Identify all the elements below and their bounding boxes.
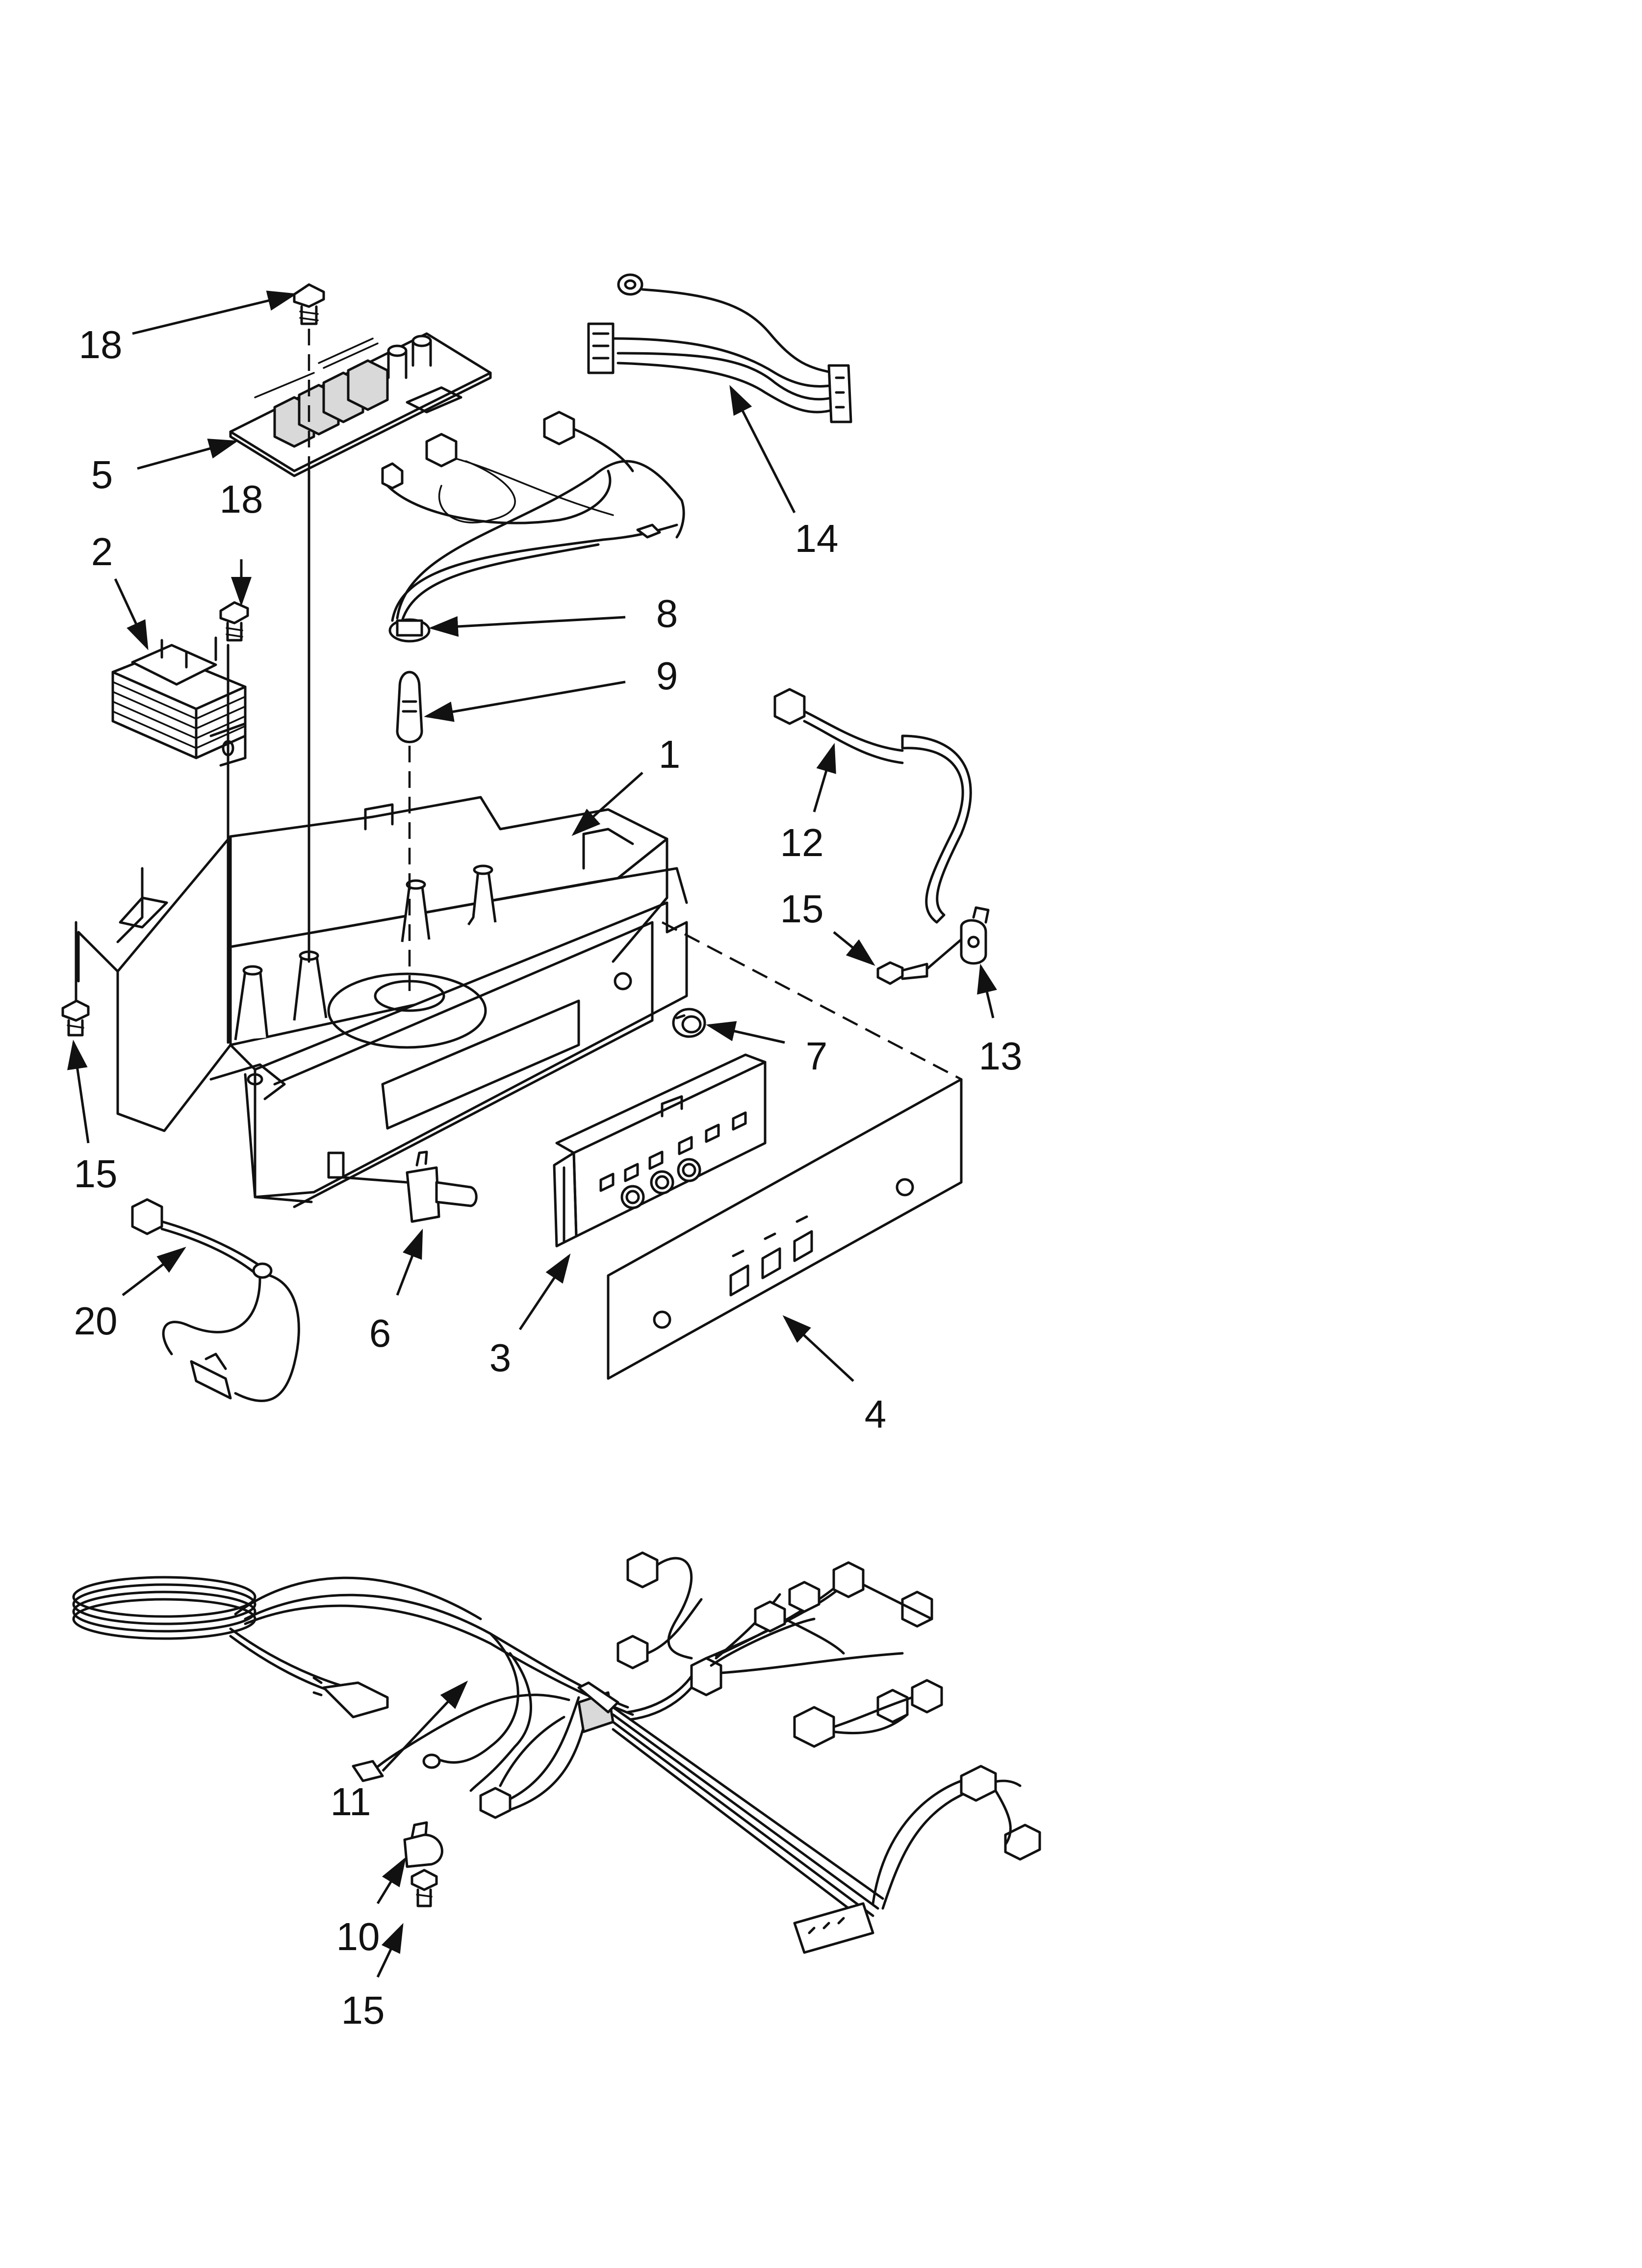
callout-6: 6 [369,1311,391,1355]
screw-18-left [219,601,249,642]
transformer [111,636,247,767]
wire-harness-14 [587,273,852,423]
callout-labels: 18 5 18 2 8 9 1 14 12 15 13 7 15 20 6 3 … [74,323,1023,2032]
callout-14: 14 [795,517,839,560]
callout-8: 8 [656,592,678,635]
callout-15-left: 15 [74,1152,118,1196]
callout-13: 13 [979,1034,1023,1078]
callout-18-left: 18 [220,477,263,521]
callout-11: 11 [330,1780,371,1824]
callout-20: 20 [74,1299,118,1343]
clamp-10 [403,1821,443,1868]
control-board [229,332,492,477]
main-harness-11 [72,1551,1041,1954]
callout-5: 5 [91,453,113,496]
clip-13 [960,906,990,965]
callout-3: 3 [489,1336,512,1380]
lamp-bulb [396,671,423,743]
callout-18-top: 18 [79,323,123,366]
wire-12 [773,688,972,924]
lamp-socket-harness [381,411,685,643]
callout-12: 12 [780,821,824,864]
screw-15-bottom [410,1869,438,1907]
callout-9: 9 [656,654,678,698]
ground-terminal-11 [422,1753,441,1769]
callout-15-right: 15 [780,887,824,931]
callout-7: 7 [806,1034,828,1078]
screw-15-left [61,999,90,1037]
grommet-7 [672,1008,706,1038]
assembly-line-panel [661,921,962,1080]
front-overlay-4 [607,1078,963,1380]
callout-15-bottom: 15 [341,1988,385,2032]
callout-2: 2 [91,530,113,574]
leader-arrows [67,290,997,1978]
control-housing [77,796,688,1208]
callout-4: 4 [865,1392,887,1436]
screw-18-top [293,283,325,325]
sensor-20 [131,1198,300,1402]
callout-1: 1 [659,732,681,776]
control-pcb-3 [553,1053,767,1248]
callout-10: 10 [336,1915,380,1958]
screw-15-right [876,938,963,985]
switch-6 [342,1150,478,1223]
